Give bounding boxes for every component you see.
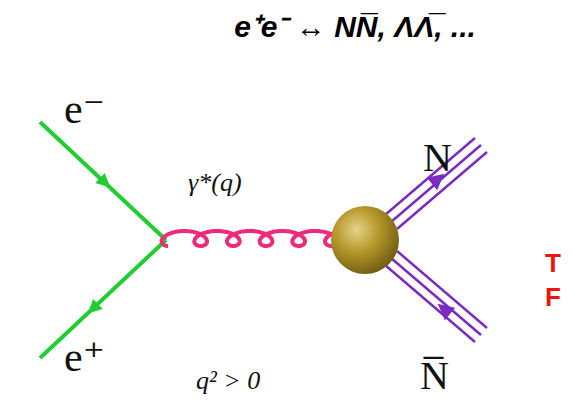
fermion-arrow xyxy=(433,298,456,321)
particle-label: e⁻ xyxy=(64,88,105,130)
fermion-arrow xyxy=(83,299,103,319)
kinematics-label: q² > 0 xyxy=(196,368,260,394)
electron-line xyxy=(40,122,166,240)
vertex-blob xyxy=(331,206,399,274)
title: e⁺e⁻ ↔ NN̅, ΛΛ̅, ... xyxy=(234,12,476,42)
note-text: T xyxy=(545,250,561,276)
particle-label: e⁺ xyxy=(64,336,105,378)
nucleon-lines xyxy=(385,138,487,342)
note-text: F xyxy=(545,284,561,310)
photon-line xyxy=(162,231,348,246)
particle-label: N̅ xyxy=(420,356,449,396)
particle-label: N xyxy=(423,138,452,178)
fermion-arrow xyxy=(95,173,115,193)
photon-label: γ*(q) xyxy=(188,170,242,196)
